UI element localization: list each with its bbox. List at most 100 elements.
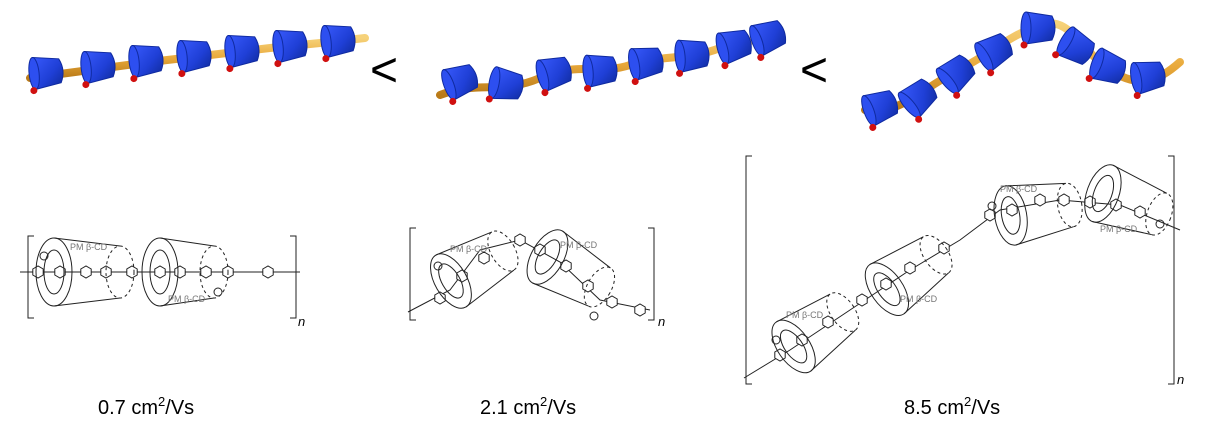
oxygen-atom: [449, 97, 457, 105]
repeat-index: n: [1177, 372, 1184, 387]
benzene-ring: [582, 279, 594, 293]
macrocycle-wall: [1005, 182, 1074, 246]
cyclodextrin-ring: [582, 54, 618, 92]
bracket-left: [409, 227, 416, 321]
mobility-value: 8.5: [904, 397, 932, 419]
mobility-unit-exponent: 2: [964, 394, 972, 409]
structure-2: [407, 227, 655, 321]
macrocycle-cavity: [149, 249, 171, 295]
benzene-ring: [796, 333, 808, 347]
macrocycle-rim-back: [199, 245, 229, 299]
benzene-ring: [1084, 195, 1096, 209]
mobility-value: 0.7: [98, 397, 126, 419]
benzene-ring: [1110, 198, 1122, 212]
macrocycle-rim-back: [826, 292, 860, 332]
macrocycle-label: PM β-CD: [168, 294, 206, 304]
oxygen-atom: [178, 70, 186, 78]
macrocycle-rim-back: [583, 266, 616, 308]
oxygen-atom: [130, 75, 138, 83]
benzene-ring: [880, 277, 892, 291]
mobility-value: 2.1: [480, 397, 508, 419]
less-than-symbol: <: [370, 44, 398, 97]
benzene-ring: [80, 265, 92, 279]
cyclodextrin-ring: [272, 30, 308, 68]
cyclodextrin-ring: [176, 40, 212, 78]
macrocycle-rim-back: [487, 230, 519, 272]
macrocycle-cavity: [1000, 196, 1021, 235]
oxygen-atom: [721, 62, 729, 70]
benzene-ring: [100, 265, 112, 279]
macrocycle-label: PM β-CD: [1100, 224, 1138, 234]
benzene-ring: [54, 265, 66, 279]
benzene-ring: [478, 251, 490, 265]
benzene-ring: [126, 265, 138, 279]
oxygen-atom: [987, 69, 995, 77]
benzene-ring: [514, 233, 526, 247]
benzene-ring: [606, 295, 618, 309]
cyclodextrin-ring: [715, 29, 752, 70]
macrocycle-rim: [771, 319, 816, 374]
macrocycle-wall: [532, 230, 611, 307]
mobility-unit-exponent: 2: [158, 394, 166, 409]
macrocycle-label: PM β-CD: [1000, 184, 1038, 194]
macrocycle-rim: [526, 229, 569, 285]
benzene-ring: [634, 303, 646, 317]
macrocycle-label: PM β-CD: [900, 294, 938, 304]
benzene-ring: [154, 265, 166, 279]
mobility-unit-suffix: /Vs: [165, 397, 195, 419]
oxygen-atom: [30, 87, 38, 95]
benzene-ring: [434, 291, 446, 305]
oxygen-atom: [1052, 51, 1060, 59]
mobility-unit: cm: [131, 397, 159, 419]
macrocycle-cavity: [873, 272, 901, 307]
bracket-right: [648, 227, 655, 321]
benzene-ring: [1006, 203, 1018, 217]
model-zigzag: [861, 11, 1184, 131]
oxygen-atom: [1155, 219, 1165, 229]
oxygen-atom: [953, 91, 961, 99]
macrocycle-rim: [430, 253, 472, 309]
cyclodextrin-ring: [861, 90, 899, 131]
oxygen-atom: [771, 335, 781, 345]
oxygen-atom: [226, 65, 234, 73]
cyclodextrin-ring: [1085, 47, 1127, 84]
cyclodextrin-ring: [535, 56, 572, 97]
cyclodextrin-ring: [897, 78, 938, 123]
oxygen-atom: [589, 311, 599, 321]
cyclodextrin-ring: [28, 57, 64, 95]
bracket-left: [27, 235, 34, 319]
macrocycle-rim: [1084, 164, 1122, 223]
benzene-ring: [856, 293, 868, 307]
cyclodextrin-ring: [320, 25, 356, 63]
bracket-right: [1168, 155, 1175, 385]
repeat-index: n: [658, 314, 665, 329]
benzene-ring: [938, 241, 950, 255]
macrocycle-cavity: [534, 239, 561, 275]
benzene-ring: [1058, 193, 1070, 207]
oxygen-atom: [485, 95, 493, 103]
mobility-label-1: 0.7 cm2/Vs: [98, 394, 195, 420]
benzene-ring: [32, 265, 44, 279]
macrocycle-label: PM β-CD: [70, 242, 108, 252]
oxygen-atom: [322, 55, 330, 63]
cyclodextrin-ring: [441, 64, 479, 105]
oxygen-atom: [213, 287, 223, 297]
less-than-symbol: <: [800, 44, 828, 97]
bracket-right: [290, 235, 297, 319]
oxygen-atom: [541, 89, 549, 97]
benzene-ring: [200, 265, 212, 279]
oxygen-atom: [915, 115, 923, 123]
structure-3: [743, 155, 1181, 385]
oxygen-atom: [82, 81, 90, 89]
mobility-unit-suffix: /Vs: [547, 397, 577, 419]
mobility-label-2: 2.1 cm2/Vs: [480, 395, 577, 420]
macrocycle-rim-back: [919, 234, 953, 275]
macrocycle-cavity: [779, 329, 808, 364]
macrocycle-wall: [435, 231, 515, 308]
cyclodextrin-ring: [224, 35, 260, 73]
macrocycle-rim-back: [1056, 182, 1083, 228]
oxygen-atom: [433, 261, 443, 271]
oxygen-atom: [274, 60, 282, 68]
cyclodextrin-ring: [974, 33, 1013, 77]
